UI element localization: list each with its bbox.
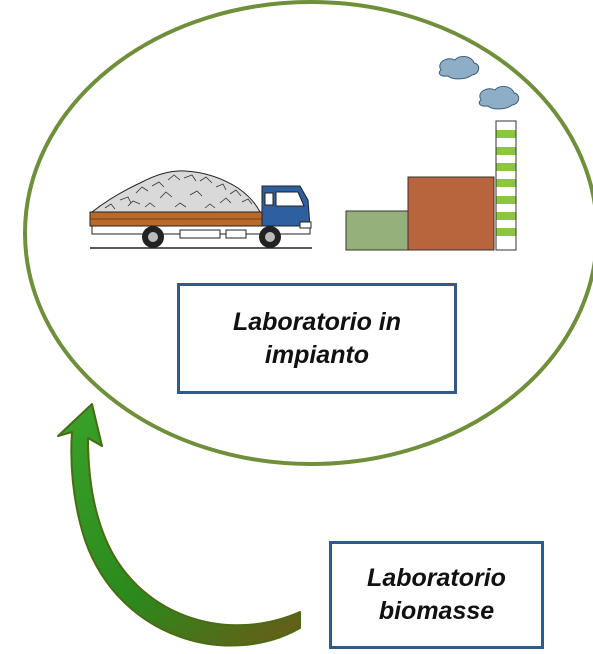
plant-lab-box: Laboratorio in impianto [177, 283, 457, 394]
plant-lab-label-line1: Laboratorio in [232, 307, 402, 336]
biomass-lab-label-line2: biomasse [378, 597, 495, 625]
smoke-cloud-icon [438, 55, 520, 110]
curved-arrow-icon [57, 403, 301, 647]
plant-lab-label-line2: impianto [264, 340, 370, 369]
truck-icon [89, 170, 312, 249]
biomass-lab-label-line1: Laboratorio [367, 564, 506, 592]
factory-icon [345, 120, 517, 251]
biomass-lab-box: Laboratorio biomasse [329, 541, 544, 649]
